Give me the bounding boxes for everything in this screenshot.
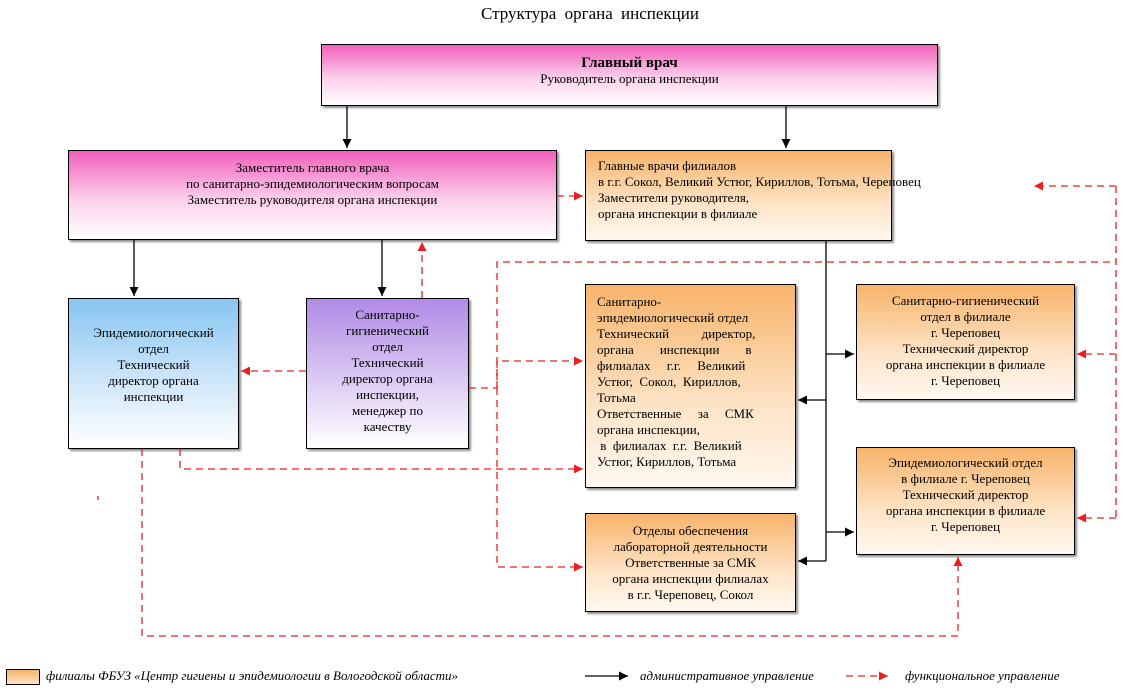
lab-line-4: органа инспекции филиалах (612, 571, 769, 586)
sanepid-line-10: в филиалах г.г. Великий (597, 438, 742, 453)
deputy-line-1: Заместитель главного врача (235, 160, 390, 175)
branch-chiefs-line-2: в г.г. Сокол, Великий Устюг, Кириллов, Т… (598, 174, 921, 189)
sanhyg-dept-line-7: менеджер по (352, 403, 423, 418)
sanhyg-cher-line-1: Санитарно-гигиенический (891, 293, 1040, 308)
sanepid-line-6: Устюг, Сокол, Кириллов, (597, 374, 741, 389)
sanhyg-cherepovets-box: Санитарно-гигиенический отдел в филиале … (856, 284, 1075, 400)
legend-admin-label: административное управление (640, 668, 814, 683)
epid-dept-line-3: Технический (117, 357, 190, 372)
sanhyg-cher-line-2: отдел в филиале (920, 309, 1011, 324)
func-bus-to-lab (496, 388, 583, 572)
sanepid-line-3: Технический директор, (597, 326, 756, 341)
sanhyg-cher-line-6: г. Череповец (930, 373, 1001, 388)
func-top-bus (496, 261, 1116, 388)
legend-branch-swatch (6, 669, 40, 685)
epid-cher-line-5: г. Череповец (930, 519, 1001, 534)
epid-cherepovets-box: Эпидемиологический отдел в филиале г. Че… (856, 447, 1075, 555)
branch-chiefs-line-4: органа инспекции в филиале (598, 206, 758, 221)
legend-func-label: функциональное управление (905, 668, 1060, 683)
sanepid-line-2: эпидемиологический отдел (597, 310, 749, 325)
epid-cher-line-1: Эпидемиологический отдел (888, 455, 1043, 470)
epid-cher-line-2: в филиале г. Череповец (901, 471, 1030, 486)
legend-branches-label: филиалы ФБУЗ «Центр гигиены и эпидемиоло… (46, 668, 459, 683)
epid-dept-line-4: директор органа (108, 373, 199, 388)
lab-support-box: Отделы обеспечения лабораторной деятельн… (585, 513, 796, 612)
chief-box: Главный врач Руководитель органа инспекц… (321, 44, 938, 106)
sanhyg-dept-line-3: отдел (372, 339, 403, 354)
sanepid-line-11: Устюг, Кириллов, Тотьма (597, 454, 737, 469)
func-epid-to-sanepid (179, 449, 583, 474)
chief-title: Главный врач (581, 55, 678, 71)
epid-dept-line-2: отдел (138, 341, 169, 356)
func-epid-to-epid-cher (141, 449, 963, 637)
epid-dept-line-5: инспекции (123, 389, 184, 404)
sanhyg-dept-box: Санитарно- гигиенический отдел Техническ… (306, 298, 469, 449)
sanhyg-dept-line-8: качеству (363, 419, 412, 434)
lab-line-3: Ответственные за СМК (625, 555, 756, 570)
deputy-line-3: Заместитель руководителя органа инспекци… (187, 192, 438, 207)
chief-subtitle: Руководитель органа инспекции (540, 71, 719, 86)
sanhyg-dept-line-2: гигиенический (346, 323, 429, 338)
epid-cher-line-3: Технический директор (902, 487, 1029, 502)
sanhyg-cher-line-5: органа инспекции в филиале (885, 357, 1046, 372)
diagram-title: Структура органа инспекции (481, 4, 699, 23)
sanhyg-cher-line-4: Технический директор (902, 341, 1029, 356)
lab-line-2: лабораторной деятельности (613, 539, 768, 554)
sanhyg-dept-line-6: инспекции, (356, 387, 419, 402)
epid-dept-box: Эпидемиологический отдел Технический дир… (68, 298, 239, 449)
sanepid-line-8: Ответственные за СМК (597, 406, 754, 421)
sanhyg-dept-line-5: директор органа (342, 371, 433, 386)
sanepid-line-7: Тотьма (597, 390, 636, 405)
branch-chiefs-line-3: Заместители руководителя, (598, 190, 750, 205)
deputy-line-2: по санитарно-эпидемиологическим вопросам (186, 176, 439, 191)
sanepid-line-4: органа инспекции в (597, 342, 752, 357)
sanhyg-dept-line-1: Санитарно- (355, 307, 420, 322)
lab-line-5: в г.г. Череповец, Сокол (627, 587, 754, 602)
epid-dept-line-1: Эпидемиологический (93, 325, 214, 340)
branch-chiefs-box: Главные врачи филиалов в г.г. Сокол, Вел… (585, 150, 921, 241)
func-sanhyg-to-sanepid (469, 356, 583, 389)
deputy-box: Заместитель главного врача по санитарно-… (68, 150, 557, 240)
sanepid-line-1: Санитарно- (597, 294, 662, 309)
branch-chiefs-line-1: Главные врачи филиалов (598, 158, 737, 173)
lab-line-1: Отделы обеспечения (632, 523, 749, 538)
sanepid-line-9: органа инспекции, (597, 422, 700, 437)
sanepid-branches-box: Санитарно- эпидемиологический отдел Техн… (585, 284, 796, 488)
sanepid-line-5: филиалах г.г. Великий (597, 358, 746, 373)
epid-cher-line-4: органа инспекции в филиале (885, 503, 1046, 518)
sanhyg-dept-line-4: Технический (351, 355, 424, 370)
sanhyg-cher-line-3: г. Череповец (930, 325, 1001, 340)
